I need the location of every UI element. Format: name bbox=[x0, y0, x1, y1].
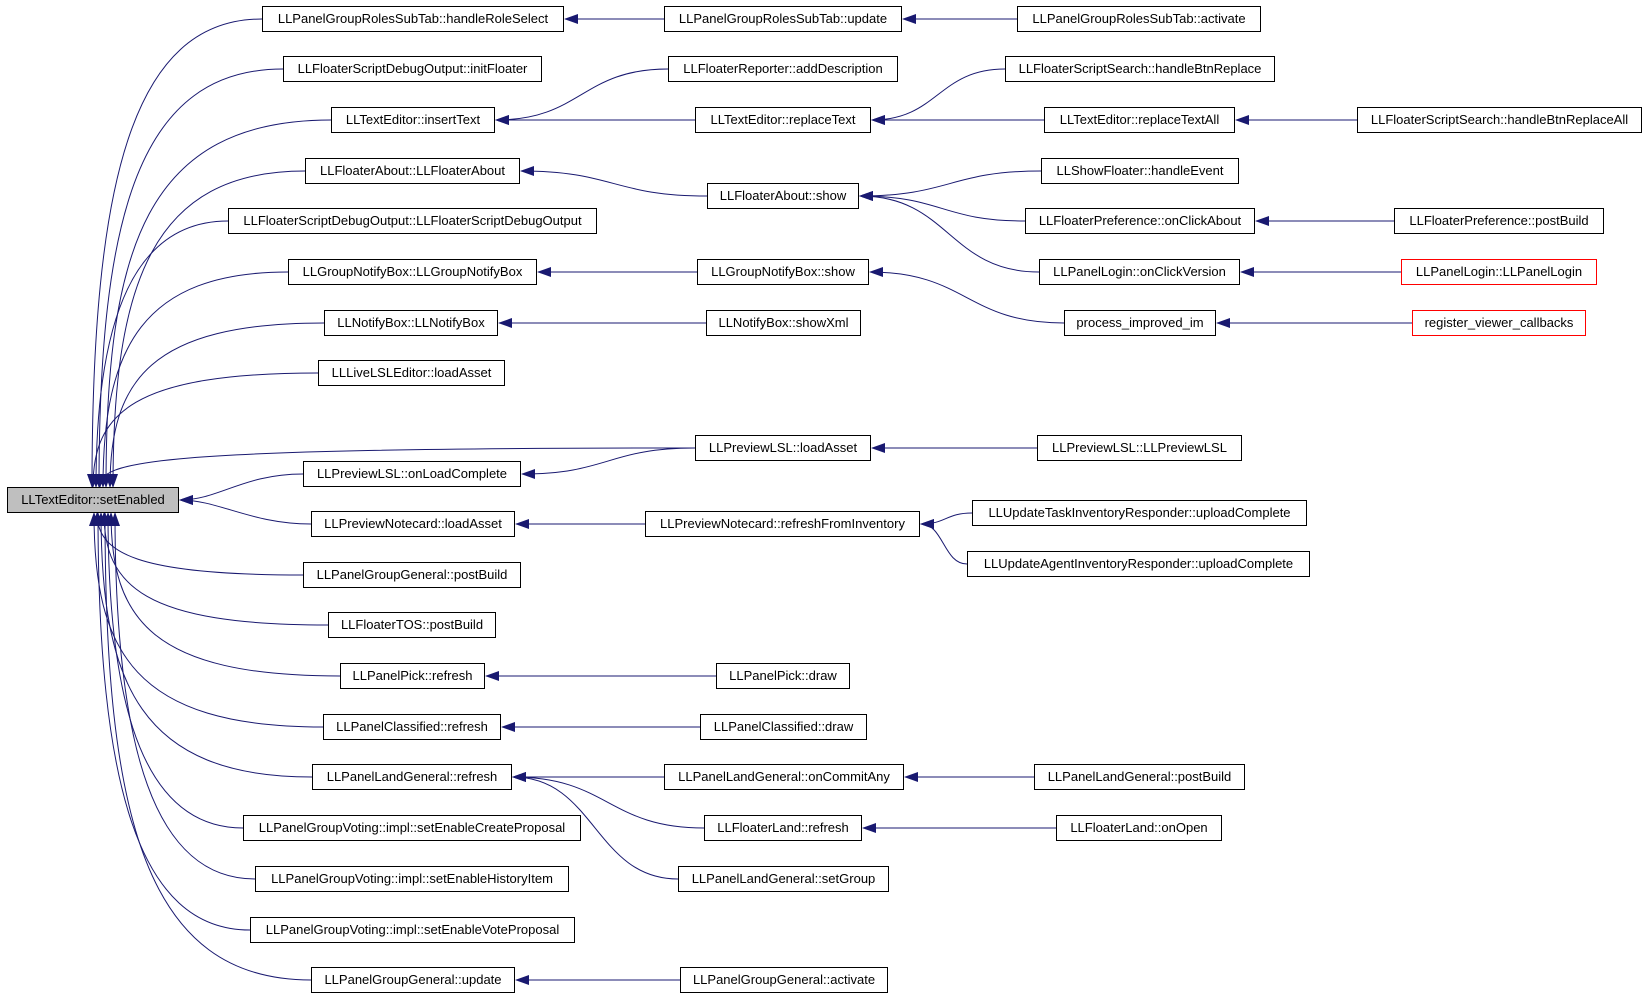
node-group-general-postbuild[interactable]: LLPanelGroupGeneral::postBuild bbox=[303, 562, 521, 588]
edge-n_scriptDebugCtor-to-n_root bbox=[91, 220, 229, 488]
edge-n_votingHistoryItem-to-n_root bbox=[110, 512, 256, 880]
node-preview-lsl-onload[interactable]: LLPreviewLSL::onLoadComplete bbox=[303, 461, 521, 487]
edge-n_handleRoleSelect-to-n_root bbox=[87, 18, 263, 488]
node-panel-classified-refresh[interactable]: LLPanelClassified::refresh bbox=[323, 714, 501, 740]
edge-n_showFloaterHandle-to-n_floaterAboutShow bbox=[859, 170, 1042, 201]
edge-n_floaterAboutShow-to-n_floaterAboutCtor bbox=[520, 166, 708, 197]
edge-n_processImprovedIm-to-n_groupNotifyShow bbox=[869, 267, 1065, 324]
node-voting-vote-proposal[interactable]: LLPanelGroupVoting::impl::setEnableVoteP… bbox=[250, 917, 575, 943]
node-floater-about-show[interactable]: LLFloaterAbout::show bbox=[707, 183, 859, 209]
edge-n_previewLSLOnLoad-to-n_root bbox=[179, 473, 304, 505]
edge-n_reporterAddDesc-to-n_insertText bbox=[495, 68, 669, 125]
node-roles-update[interactable]: LLPanelGroupRolesSubTab::update bbox=[664, 6, 902, 32]
edge-n_taskInvUpload-to-n_notecardRefresh bbox=[920, 512, 973, 529]
edge-n_groupGeneralUpdate-to-n_root bbox=[100, 512, 312, 981]
edge-n_floaterLandRefresh-to-n_landGeneralRefresh bbox=[512, 772, 705, 829]
node-floater-about-ctor[interactable]: LLFloaterAbout::LLFloaterAbout bbox=[305, 158, 520, 184]
edge-n_insertText-to-n_root bbox=[101, 119, 332, 488]
edge-n_liveLSLLoad-to-n_root bbox=[88, 372, 319, 488]
node-preview-lsl-load[interactable]: LLPreviewLSL::loadAsset bbox=[695, 435, 871, 461]
node-agent-inventory-upload[interactable]: LLUpdateAgentInventoryResponder::uploadC… bbox=[967, 551, 1310, 577]
edge-n_votingCreateProposal-to-n_root bbox=[103, 512, 244, 829]
node-reporter-add-description[interactable]: LLFloaterReporter::addDescription bbox=[668, 56, 898, 82]
node-replace-text-all[interactable]: LLTextEditor::replaceTextAll bbox=[1044, 107, 1235, 133]
node-panel-pick-refresh[interactable]: LLPanelPick::refresh bbox=[340, 663, 485, 689]
node-script-debug-ctor[interactable]: LLFloaterScriptDebugOutput::LLFloaterScr… bbox=[228, 208, 597, 234]
node-register-viewer-callbacks[interactable]: register_viewer_callbacks bbox=[1412, 310, 1586, 336]
node-floater-land-on-open[interactable]: LLFloaterLand::onOpen bbox=[1056, 815, 1222, 841]
node-group-notify-ctor[interactable]: LLGroupNotifyBox::LLGroupNotifyBox bbox=[288, 259, 537, 285]
edge-n_previewLSLLoad-to-n_root bbox=[95, 447, 696, 488]
node-show-floater-handle[interactable]: LLShowFloater::handleEvent bbox=[1041, 158, 1239, 184]
node-notify-box-ctor[interactable]: LLNotifyBox::LLNotifyBox bbox=[324, 310, 498, 336]
edge-n_landSetGroup-to-n_landGeneralRefresh bbox=[512, 772, 679, 880]
node-panel-classified-draw[interactable]: LLPanelClassified::draw bbox=[700, 714, 867, 740]
node-notecard-refresh[interactable]: LLPreviewNotecard::refreshFromInventory bbox=[645, 511, 920, 537]
node-land-set-group[interactable]: LLPanelLandGeneral::setGroup bbox=[678, 866, 889, 892]
node-panel-pick-draw[interactable]: LLPanelPick::draw bbox=[716, 663, 850, 689]
node-land-commit-any[interactable]: LLPanelLandGeneral::onCommitAny bbox=[664, 764, 904, 790]
node-live-lsl-load[interactable]: LLLiveLSLEditor::loadAsset bbox=[318, 360, 505, 386]
node-login-on-click-version[interactable]: LLPanelLogin::onClickVersion bbox=[1039, 259, 1240, 285]
edge-n_notifyBoxCtor-to-n_root bbox=[105, 322, 325, 488]
node-group-notify-show[interactable]: LLGroupNotifyBox::show bbox=[697, 259, 869, 285]
node-group-general-activate[interactable]: LLPanelGroupGeneral::activate bbox=[680, 967, 888, 993]
edge-n_groupNotifyCtor-to-n_root bbox=[98, 271, 289, 488]
node-preview-lsl-ctor[interactable]: LLPreviewLSL::LLPreviewLSL bbox=[1037, 435, 1242, 461]
edge-n_agentInvUpload-to-n_notecardRefresh bbox=[920, 519, 968, 565]
node-search-btn-replace[interactable]: LLFloaterScriptSearch::handleBtnReplace bbox=[1005, 56, 1275, 82]
node-voting-create-proposal[interactable]: LLPanelGroupVoting::impl::setEnableCreat… bbox=[243, 815, 581, 841]
node-pref-on-click-about[interactable]: LLFloaterPreference::onClickAbout bbox=[1025, 208, 1255, 234]
edge-n_panelClassifiedRefresh-to-n_root bbox=[89, 512, 324, 728]
edge-n_votingVoteProposal-to-n_root bbox=[93, 512, 251, 931]
edge-n_initFloater-to-n_root bbox=[94, 68, 284, 488]
node-handle-role-select[interactable]: LLPanelGroupRolesSubTab::handleRoleSelec… bbox=[262, 6, 564, 32]
node-land-general-postbuild[interactable]: LLPanelLandGeneral::postBuild bbox=[1034, 764, 1245, 790]
edge-n_loginOnClickVersion-to-n_floaterAboutShow bbox=[859, 191, 1040, 273]
node-voting-history-item[interactable]: LLPanelGroupVoting::impl::setEnableHisto… bbox=[255, 866, 569, 892]
node-floater-land-refresh[interactable]: LLFloaterLand::refresh bbox=[704, 815, 862, 841]
node-preview-notecard-load[interactable]: LLPreviewNotecard::loadAsset bbox=[311, 511, 515, 537]
edge-n_prefOnClickAbout-to-n_floaterAboutShow bbox=[859, 191, 1026, 222]
node-notify-show-xml[interactable]: LLNotifyBox::showXml bbox=[706, 310, 861, 336]
node-root: LLTextEditor::setEnabled bbox=[7, 487, 179, 513]
node-search-btn-replace-all[interactable]: LLFloaterScriptSearch::handleBtnReplaceA… bbox=[1357, 107, 1642, 133]
edge-n_groupGeneralPostBuild-to-n_root bbox=[92, 512, 304, 576]
node-insert-text[interactable]: LLTextEditor::insertText bbox=[331, 107, 495, 133]
edge-n_floaterTOSPostBuild-to-n_root bbox=[99, 512, 329, 626]
node-process-improved-im[interactable]: process_improved_im bbox=[1064, 310, 1216, 336]
edge-n_panelPickRefresh-to-n_root bbox=[106, 512, 341, 677]
node-login-ctor[interactable]: LLPanelLogin::LLPanelLogin bbox=[1401, 259, 1597, 285]
node-replace-text[interactable]: LLTextEditor::replaceText bbox=[695, 107, 871, 133]
edge-n_previewNotecardLoad-to-n_root bbox=[179, 495, 312, 525]
node-task-inventory-upload[interactable]: LLUpdateTaskInventoryResponder::uploadCo… bbox=[972, 500, 1307, 526]
node-init-floater[interactable]: LLFloaterScriptDebugOutput::initFloater bbox=[283, 56, 542, 82]
edge-n_previewLSLLoad-to-n_previewLSLOnLoad bbox=[521, 447, 696, 479]
node-pref-postbuild[interactable]: LLFloaterPreference::postBuild bbox=[1394, 208, 1604, 234]
edge-n_searchBtnReplace-to-n_replaceText bbox=[871, 68, 1006, 125]
node-group-general-update[interactable]: LLPanelGroupGeneral::update bbox=[311, 967, 515, 993]
edge-n_landGeneralRefresh-to-n_root bbox=[96, 512, 313, 778]
node-floater-tos-postbuild[interactable]: LLFloaterTOS::postBuild bbox=[328, 612, 496, 638]
node-roles-activate[interactable]: LLPanelGroupRolesSubTab::activate bbox=[1017, 6, 1261, 32]
node-land-general-refresh[interactable]: LLPanelLandGeneral::refresh bbox=[312, 764, 512, 790]
